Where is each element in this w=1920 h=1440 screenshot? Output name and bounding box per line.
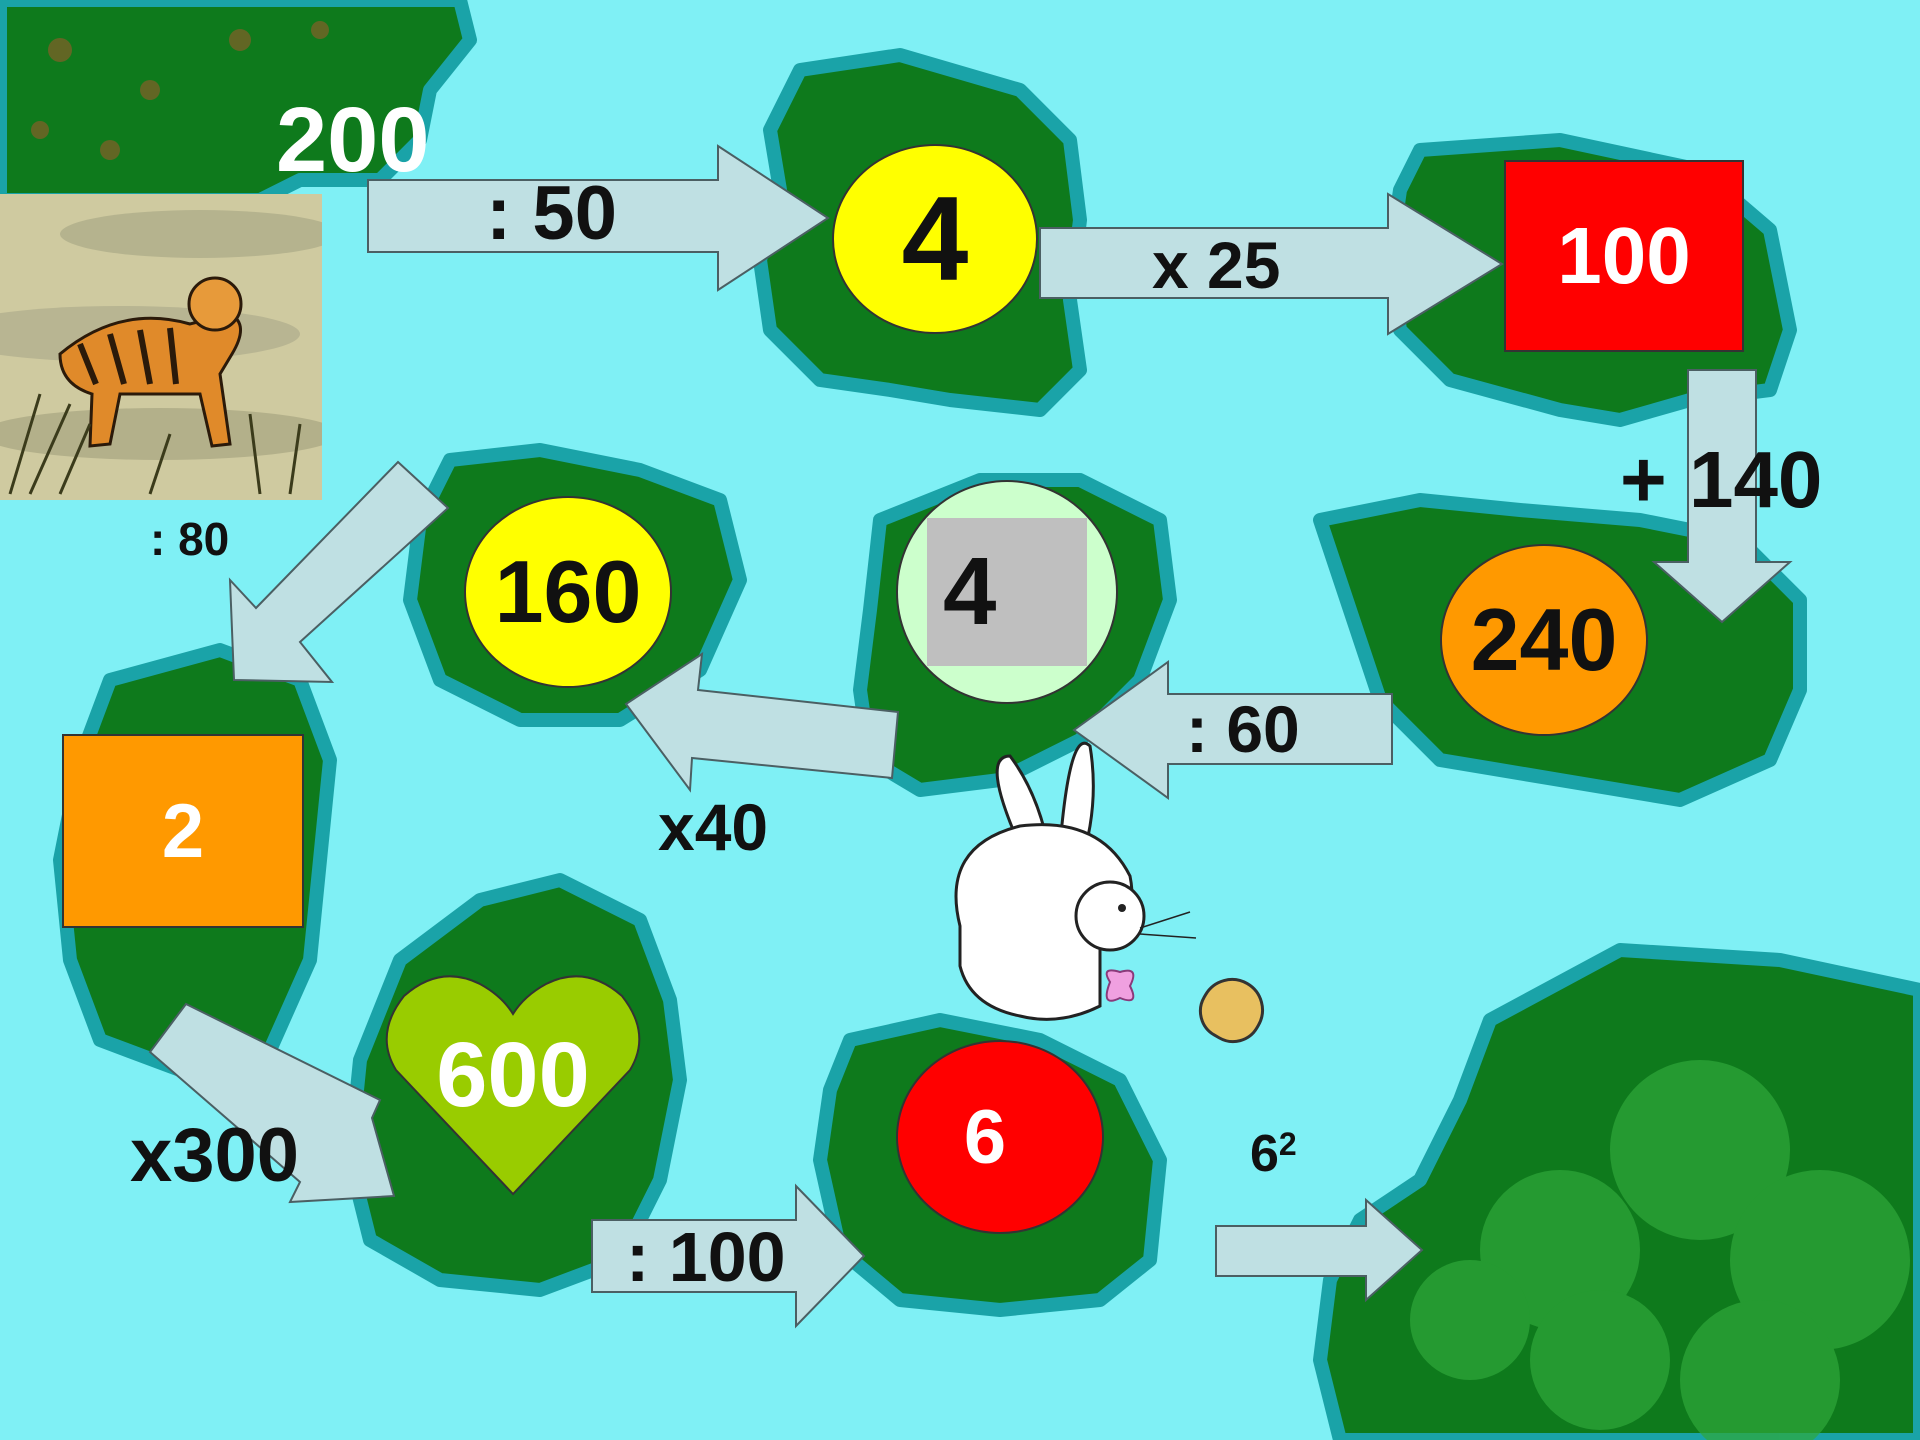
op5-label: x40	[658, 794, 768, 860]
rabbit-picture	[900, 716, 1200, 1046]
op6-label: : 80	[150, 516, 229, 562]
op4-label: : 60	[1186, 696, 1300, 762]
op2-label: x 25	[1152, 232, 1280, 298]
tiger-picture	[0, 194, 322, 500]
op7-label: x300	[130, 1118, 299, 1194]
node-6[interactable]: 2	[62, 734, 304, 928]
node-7: 600	[384, 1010, 642, 1140]
op9-base: 6	[1250, 1125, 1279, 1183]
node-2[interactable]: 100	[1504, 160, 1744, 352]
node-3[interactable]: 240	[1440, 544, 1648, 736]
node-8[interactable]: 6	[896, 1040, 1104, 1234]
op9-label: 62	[1250, 1128, 1297, 1180]
node-5[interactable]: 160	[464, 496, 672, 688]
op9-exponent: 2	[1279, 1126, 1297, 1162]
tiger-icon	[0, 194, 322, 500]
node-4-circle[interactable]: 4	[896, 480, 1118, 704]
node-4[interactable]: 4	[927, 518, 1087, 666]
node-1[interactable]: 4	[832, 144, 1038, 334]
op1-label: : 50	[486, 176, 617, 252]
start-value: 200	[276, 94, 430, 186]
op8-label: : 100	[626, 1222, 786, 1292]
rabbit-icon	[900, 716, 1200, 1046]
op3-label: + 140	[1620, 440, 1822, 520]
